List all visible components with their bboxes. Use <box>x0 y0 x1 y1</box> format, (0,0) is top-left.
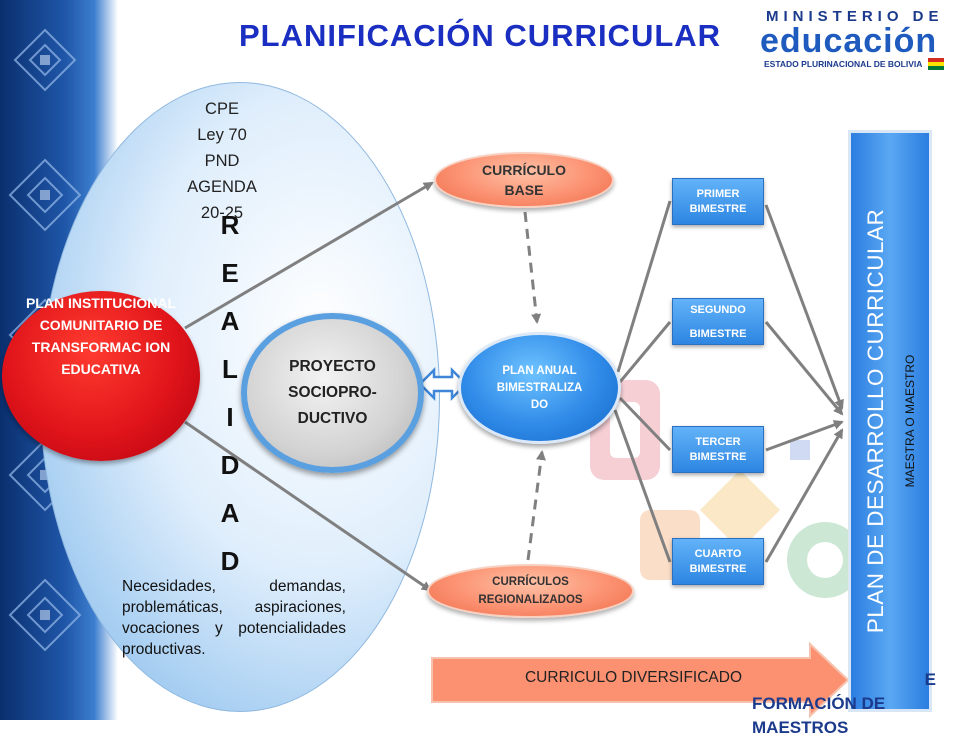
line-to-cuarto-bimestre <box>613 409 672 563</box>
proyecto-sociproductivo-node: PROYECTO SOCIOPRO-DUCTIVO <box>241 313 424 473</box>
realidad-letter: A <box>220 498 240 528</box>
framework-item: AGENDA <box>187 178 257 196</box>
line-to-tercer-bimestre <box>618 396 672 452</box>
footer-line-1: E <box>924 670 936 689</box>
plan-anual-node: PLAN ANUAL BIMESTRALIZA DO <box>458 332 621 444</box>
realidad-letter: E <box>221 258 239 288</box>
footer-formacion: E FORMACIÓN DE MAESTROS <box>752 668 952 737</box>
logo-line-1: MINISTERIO DE <box>766 8 944 25</box>
curriculo-base-node: CURRÍCULO BASE <box>434 152 614 208</box>
framework-item: Ley 70 <box>197 126 247 144</box>
textile-pattern-icon <box>8 28 82 652</box>
realidad-letter: L <box>222 354 238 384</box>
plan-institucional-label: PLAN INSTITUCIONAL COMUNITARIO DE TRANSF… <box>25 295 177 377</box>
plan-desarrollo-box <box>848 130 932 712</box>
arrow-tercer-to-plan <box>765 420 844 452</box>
arrow-to-curriculo-base <box>184 181 434 330</box>
framework-item: 20-25 <box>200 204 244 222</box>
framework-item: CPE <box>205 100 239 118</box>
proyecto-label: PROYECTO SOCIOPRO-DUCTIVO <box>288 358 377 427</box>
bimestre-label: SEGUNDO BIMESTRE <box>689 303 747 340</box>
diversificado-arrow-icon <box>431 641 850 719</box>
plan-desarrollo-title: PLAN DE DESARROLLO CURRICULAR <box>863 208 888 634</box>
bimestre-label: CUARTO BIMESTRE <box>689 547 747 575</box>
page-title: PLANIFICACIÓN CURRICULAR <box>238 18 722 53</box>
line-to-primer-bimestre <box>616 200 672 373</box>
curriculos-regionalizados-node: CURRÍCULOS REGIONALIZADOS <box>427 564 634 618</box>
bolivia-flag-icon <box>928 58 944 70</box>
realidad-letter: I <box>226 402 234 432</box>
plan-institucional-node: PLAN INSTITUCIONAL COMUNITARIO DE TRANSF… <box>2 291 200 461</box>
ministerio-logo: MINISTERIO DE educación ESTADO PLURINACI… <box>760 6 955 74</box>
necesidades-text: Necesidades, demandas, problemáticas, as… <box>122 578 346 658</box>
arrow-segundo-to-plan <box>764 321 844 416</box>
logo-line-3: ESTADO PLURINACIONAL DE BOLIVIA <box>764 59 923 69</box>
cuarto-bimestre-box: CUARTO BIMESTRE <box>672 538 764 585</box>
arrow-to-curriculos-regionalizados <box>184 420 432 592</box>
realidad-letter: D <box>220 546 240 576</box>
legal-framework-list: CPE Ley 70 PND AGENDA 20-25 <box>172 96 272 226</box>
arrow-cuarto-to-plan <box>764 428 844 563</box>
line-to-segundo-bimestre <box>618 321 672 383</box>
segundo-bimestre-box: SEGUNDO BIMESTRE <box>672 298 764 345</box>
framework-item: PND <box>204 152 240 170</box>
maestra-maestro-label: MAESTRA O MAESTRO <box>903 354 917 488</box>
curriculo-base-label: CURRÍCULO BASE <box>482 162 566 198</box>
primer-bimestre-box: PRIMER BIMESTRE <box>672 178 764 225</box>
plan-anual-label: PLAN ANUAL BIMESTRALIZA DO <box>496 364 583 411</box>
logo-line-2: educación <box>760 22 938 60</box>
footer-line-2: FORMACIÓN DE MAESTROS <box>752 694 886 737</box>
curriculo-diversificado-label: CURRICULO DIVERSIFICADO <box>524 669 743 686</box>
realidad-letter: R <box>220 210 240 240</box>
dashed-arrow-regional-to-anual <box>526 450 546 561</box>
connector-arrows <box>184 181 850 719</box>
arrow-primer-to-plan <box>764 204 844 410</box>
dashed-arrow-base-to-anual <box>523 211 542 324</box>
bimestre-label: TERCER BIMESTRE <box>689 435 747 463</box>
maestra-maestro-wrap: MAESTRA O MAESTRO <box>895 130 925 712</box>
curriculos-regionalizados-label: CURRÍCULOS REGIONALIZADOS <box>478 576 583 606</box>
tercer-bimestre-box: TERCER BIMESTRE <box>672 426 764 473</box>
realidad-letter: A <box>220 306 240 336</box>
bimestre-label: PRIMER BIMESTRE <box>689 187 747 215</box>
